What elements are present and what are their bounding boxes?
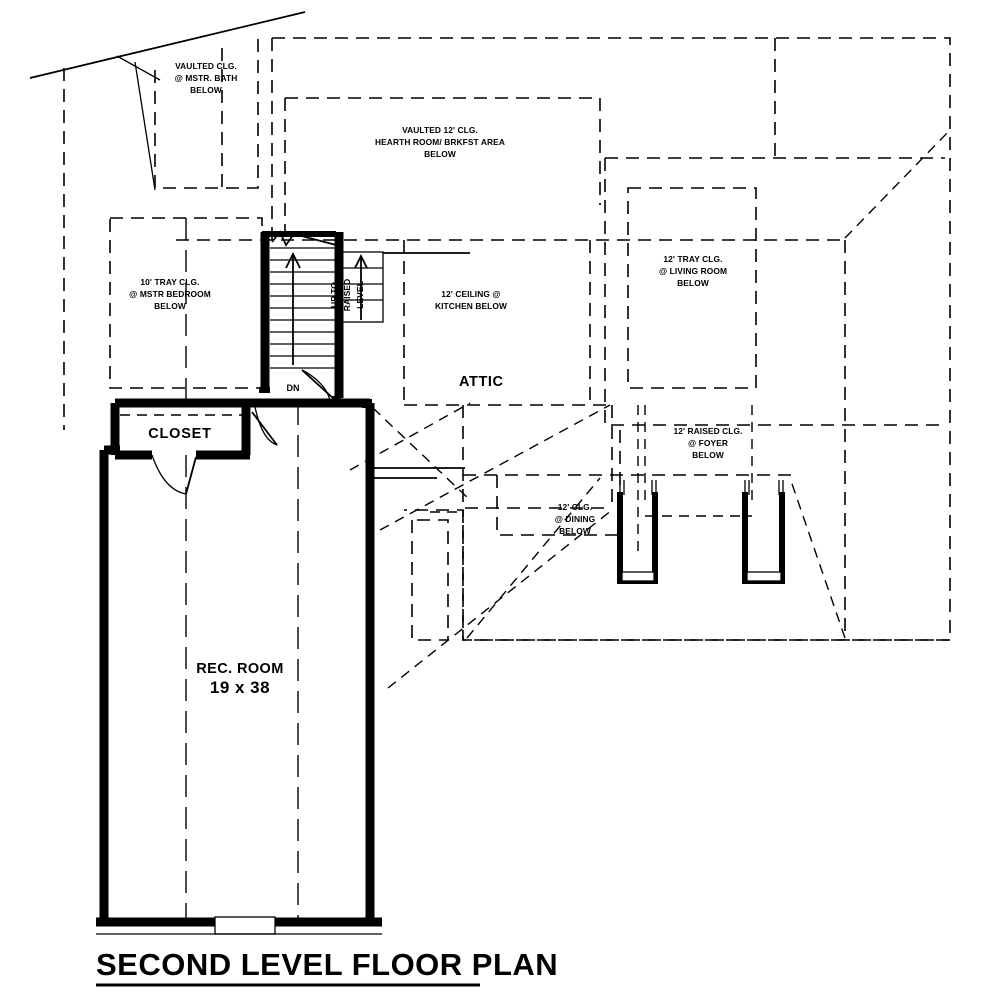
note-dining-line2: @ DINING: [555, 514, 596, 524]
annotation-text-group: VAULTED CLG. @ MSTR. BATH BELOW VAULTED …: [129, 61, 742, 697]
hearth-room-dashed-outline: [285, 97, 601, 205]
room-dimension-rec-room: 19 x 38: [210, 678, 270, 697]
note-living-line1: 12' TRAY CLG.: [663, 254, 722, 264]
stair-treads: [270, 247, 335, 369]
note-hearth-line1: VAULTED 12' CLG.: [402, 125, 478, 135]
note-living-line3: BELOW: [677, 278, 709, 288]
mstr-bath-dashed-outline: [154, 38, 259, 189]
roof-slope-line-left: [29, 11, 306, 79]
foyer-columns-group: [617, 480, 785, 584]
hall-door-swing: [254, 406, 278, 446]
stair-direction-arrow-head: [285, 251, 301, 269]
foyer-column-right-cap: [746, 571, 782, 582]
stair-up-label-line1: UP TO: [329, 282, 339, 308]
leader-line-mstr-bath-b: [134, 61, 156, 191]
hall-door-panel: [251, 411, 278, 446]
stair-break-line: [271, 230, 341, 247]
rec-room-walls-group: [96, 369, 471, 935]
lower-roof-dashed: [462, 510, 950, 641]
kitchen-group: [403, 240, 612, 406]
raised-level-arrow-head: [354, 253, 368, 269]
note-mstr-bedroom-line3: BELOW: [154, 301, 186, 311]
drawing-title-group: SECOND LEVEL FLOOR PLAN: [96, 947, 558, 987]
mstr-bedroom-group: [109, 217, 263, 400]
note-foyer-line2: @ FOYER: [688, 438, 728, 448]
rec-room-window: [214, 916, 276, 935]
stair-door-panel: [301, 369, 335, 400]
hall-diagonal-dashed: [379, 404, 611, 531]
note-dining-line1: 12' CLG.: [558, 502, 592, 512]
closet-door-swing-left: [151, 454, 187, 495]
note-mstr-bath-line3: BELOW: [190, 85, 222, 95]
hall-dashed-box: [462, 405, 612, 509]
note-mstr-bath-line2: @ MSTR. BATH: [175, 73, 238, 83]
note-hearth-line2: HEARTH ROOM/ BRKFST AREA: [375, 137, 505, 147]
stair-door-swing: [301, 369, 331, 401]
note-hearth-line3: BELOW: [424, 149, 456, 159]
note-dining-line3: BELOW: [559, 526, 591, 536]
note-kitchen-line2: KITCHEN BELOW: [435, 301, 507, 311]
chase-dashed-box: [411, 519, 449, 641]
note-mstr-bedroom-line1: 10' TRAY CLG.: [140, 277, 199, 287]
room-label-rec-room: REC. ROOM: [196, 661, 283, 677]
hip-roof-diagonal-topright: [844, 129, 951, 239]
room-label-closet: CLOSET: [148, 426, 212, 442]
living-room-outer-dashed: [604, 158, 945, 426]
leader-line-mstr-bath-a: [116, 55, 161, 81]
door-jamb-block-a: [332, 396, 341, 405]
stair-down-label: DN: [287, 383, 300, 393]
stair-up-label-line3: LEVEL: [355, 281, 365, 309]
note-living-line2: @ LIVING ROOM: [659, 266, 727, 276]
roof-outline-group: [29, 11, 951, 689]
note-foyer-line1: 12' RAISED CLG.: [673, 426, 742, 436]
closet-door-leaf: [185, 456, 197, 495]
hip-diagonal-lowerleft: [466, 477, 601, 639]
hip-diagonal-lowerright: [789, 477, 846, 639]
room-label-attic: ATTIC: [459, 374, 504, 390]
rec-room-diagonal-dashed: [372, 407, 471, 501]
door-jamb-block-b: [362, 399, 372, 408]
stair-up-label-line2: RAISED: [342, 279, 352, 311]
raised-level-flight-box: [338, 251, 384, 323]
note-foyer-line3: BELOW: [692, 450, 724, 460]
note-kitchen-line1: 12' CEILING @: [441, 289, 500, 299]
note-mstr-bedroom-line2: @ MSTR BEDROOM: [129, 289, 211, 299]
foyer-column-left-cap: [621, 571, 655, 582]
roof-perimeter-dashed: [272, 37, 951, 641]
staircase-group: DN UP TO RAISED LEVEL: [259, 230, 470, 398]
note-mstr-bath-line1: VAULTED CLG.: [175, 61, 237, 71]
living-room-tray-dashed: [627, 187, 757, 389]
hall-diagonal-dashed-3: [387, 509, 613, 689]
page-title: SECOND LEVEL FLOOR PLAN: [96, 947, 558, 982]
